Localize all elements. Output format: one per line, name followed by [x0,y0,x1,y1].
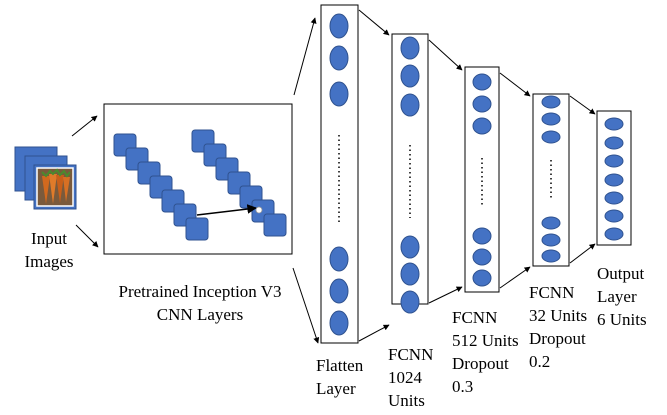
fc3-label-line3: Dropout [529,329,586,348]
output-node [604,117,624,131]
flatten-label-line2: Layer [316,379,356,398]
output-label-line1: Output [597,264,645,283]
output-node [604,154,624,168]
cnn-pooling-arrow [196,204,257,216]
fc2-label-line1: FCNN [452,308,498,327]
fc2-label-line3: Dropout [452,354,509,373]
fc1-node [400,290,420,314]
fc3-node [541,112,561,126]
fc1-node [400,36,420,60]
fc1-label-line3: Units [388,391,425,410]
input-label: Input Images [18,227,80,273]
input-label-line1: Input [31,229,67,248]
fc3-node [541,95,561,109]
output-node [604,227,624,241]
carrot-photo [36,167,74,207]
cnn-stack-left-map [185,217,209,241]
fc2-node [472,269,492,287]
fc3-label-line4: 0.2 [529,352,551,371]
layer-nodes [329,13,624,336]
fc3-node [541,216,561,230]
fc2-node [472,95,492,113]
cnn-label: Pretrained Inception V3 CNN Layers [100,280,300,326]
input-label-line2: Images [24,252,74,271]
flatten-label: Flatten Layer [316,354,363,400]
flatten-node [329,81,349,107]
flatten-label-line1: Flatten [316,356,364,375]
input-image-stack-icon [14,146,77,210]
output-node [604,191,624,205]
fc1-label: FCNN 1024 Units [388,343,433,412]
fc3-node [541,233,561,247]
output-label: Output Layer 6 Units [597,262,647,331]
fc2-node [472,117,492,135]
cnn-pooling-point [255,206,263,214]
flatten-node [329,310,349,336]
fc1-node [400,262,420,286]
fc3-node [541,249,561,263]
fc3-label-line1: FCNN [529,283,575,302]
fc1-node [400,93,420,117]
cnn-label-line1: Pretrained Inception V3 [118,282,282,301]
output-label-line3: 6 Units [597,310,647,329]
output-node [604,173,624,187]
cnn-feature-maps [113,129,287,241]
fc1-node [400,235,420,259]
fc1-label-line1: FCNN [388,345,434,364]
fc2-label-line2: 512 Units [452,331,519,350]
cnn-label-line2: CNN Layers [156,305,244,324]
flatten-node [329,278,349,304]
fc1-label-line2: 1024 [388,368,422,387]
fc2-node [472,73,492,91]
fc2-node [472,248,492,266]
output-node [604,136,624,150]
fc2-label-line4: 0.3 [452,377,474,396]
fc3-label-line2: 32 Units [529,306,588,325]
fc1-node [400,64,420,88]
output-node [604,209,624,223]
fc3-label: FCNN 32 Units Dropout 0.2 [529,281,587,373]
flatten-node [329,45,349,71]
fc2-node [472,227,492,245]
flatten-node [329,13,349,39]
output-label-line2: Layer [597,287,637,306]
cnn-stack-right-map [263,213,287,237]
flatten-node [329,246,349,272]
fc2-label: FCNN 512 Units Dropout 0.3 [452,306,519,398]
fc3-node [541,130,561,144]
